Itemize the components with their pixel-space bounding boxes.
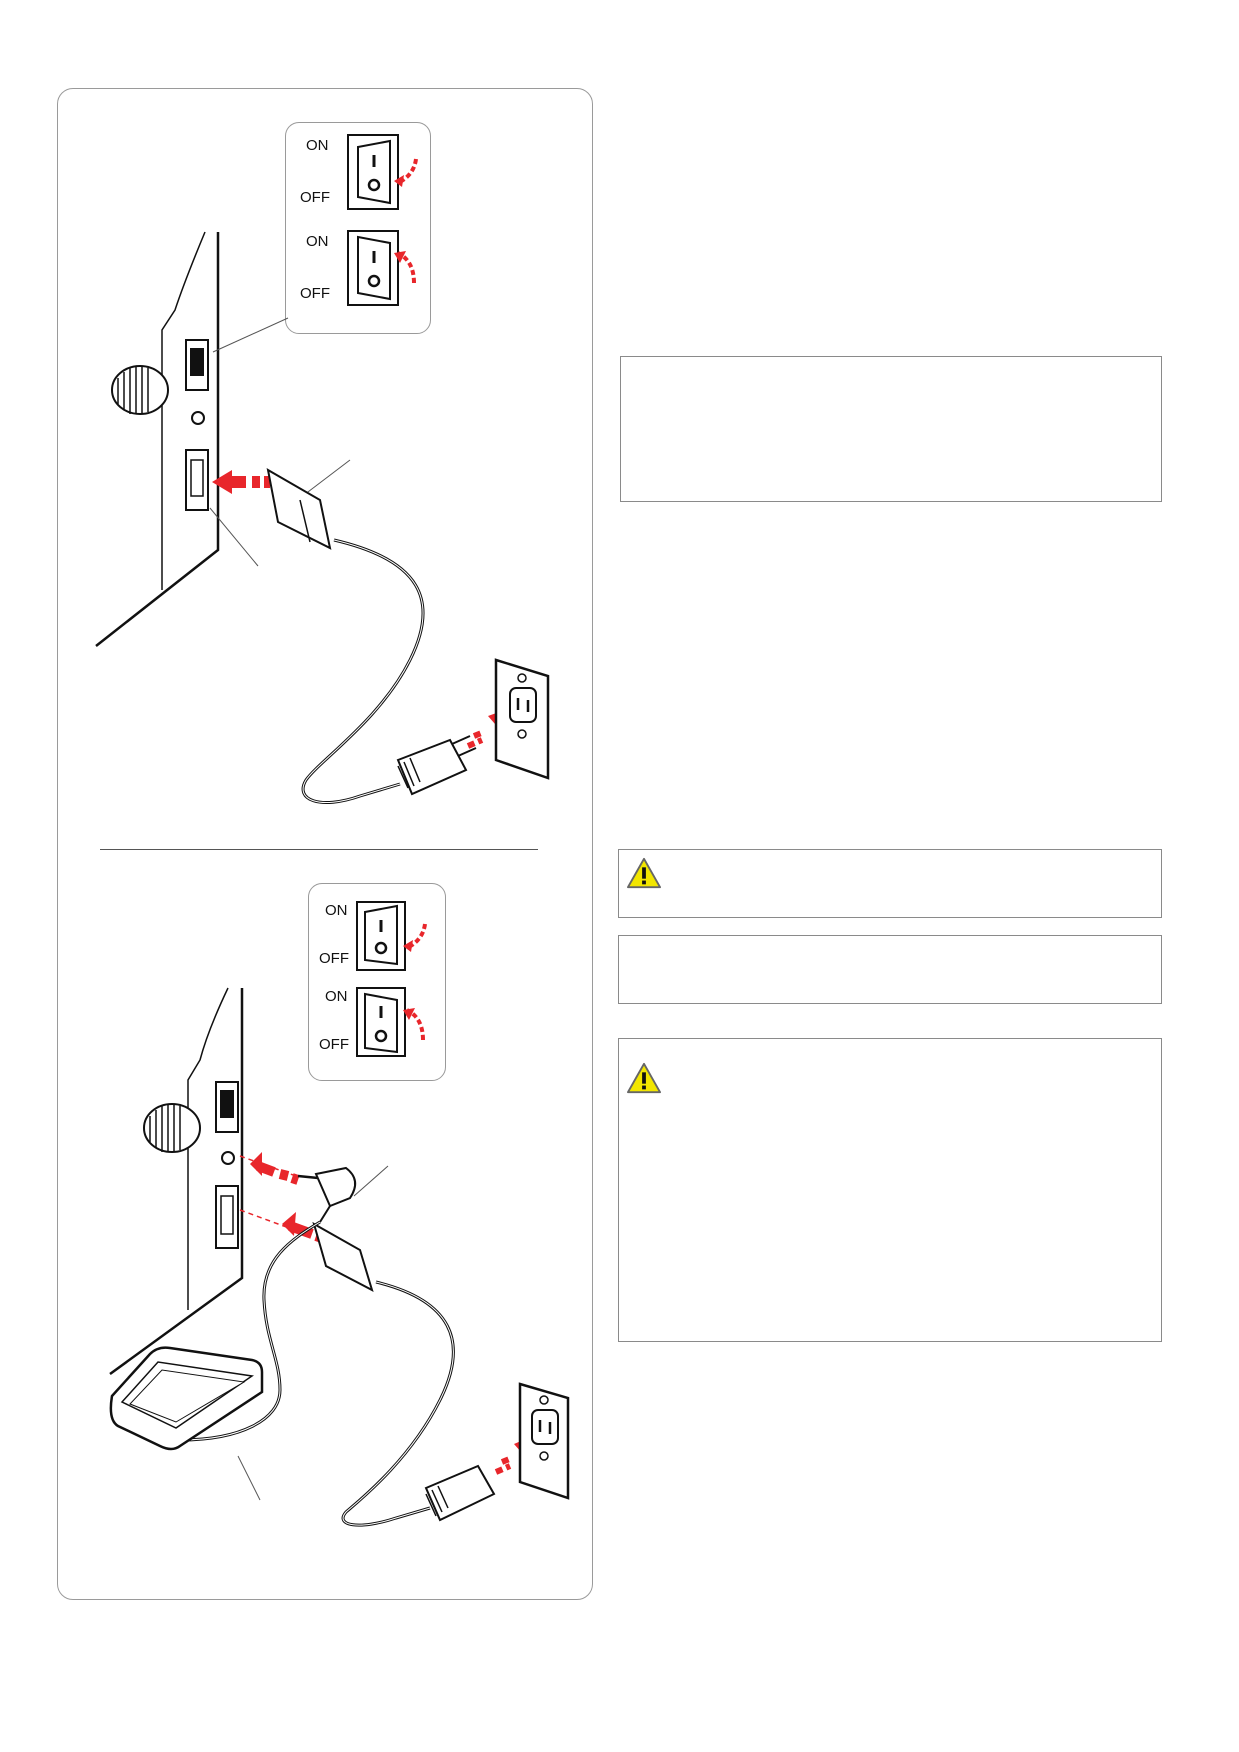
- insert-arrow-icon: [212, 470, 270, 494]
- handwheel-icon: [143, 1103, 201, 1153]
- switch-on-label: ON: [306, 233, 329, 250]
- switch-icon: [347, 134, 418, 306]
- switch-off-label: OFF: [300, 189, 330, 206]
- switch-icon: [356, 901, 427, 1057]
- switch-off-label: OFF: [319, 950, 349, 967]
- switch-off-label: OFF: [319, 1036, 349, 1053]
- insert-arrow-icon: [239, 1152, 324, 1243]
- wall-outlet-icon: [494, 658, 550, 780]
- caution-box: [618, 1038, 1162, 1342]
- machine-foot-control-illustration: [109, 987, 570, 1527]
- power-plug-icon: [424, 1464, 496, 1522]
- machine-power-illustration: [95, 231, 550, 804]
- illustration-panel: [57, 88, 593, 1600]
- foot-control-icon: [109, 1346, 264, 1451]
- switch-inset-top: ON OFF ON OFF: [285, 122, 431, 334]
- panel-divider: [100, 849, 538, 850]
- handwheel-icon: [111, 365, 169, 415]
- note-box: [620, 356, 1162, 502]
- wall-outlet-icon: [518, 1382, 570, 1500]
- switch-on-label: ON: [325, 988, 348, 1005]
- switch-off-label: OFF: [300, 285, 330, 302]
- warning-icon: [627, 857, 661, 889]
- switch-on-label: ON: [325, 902, 348, 919]
- note-box: [618, 935, 1162, 1004]
- switch-inset-bottom: ON OFF ON OFF: [308, 883, 446, 1081]
- switch-on-label: ON: [306, 137, 329, 154]
- power-plug-icon: [266, 468, 332, 550]
- warning-box: [618, 849, 1162, 918]
- foot-control-plug-icon: [297, 1166, 357, 1223]
- power-plug-icon: [396, 735, 477, 796]
- power-plug-icon: [312, 1221, 374, 1292]
- warning-icon: [627, 1062, 661, 1094]
